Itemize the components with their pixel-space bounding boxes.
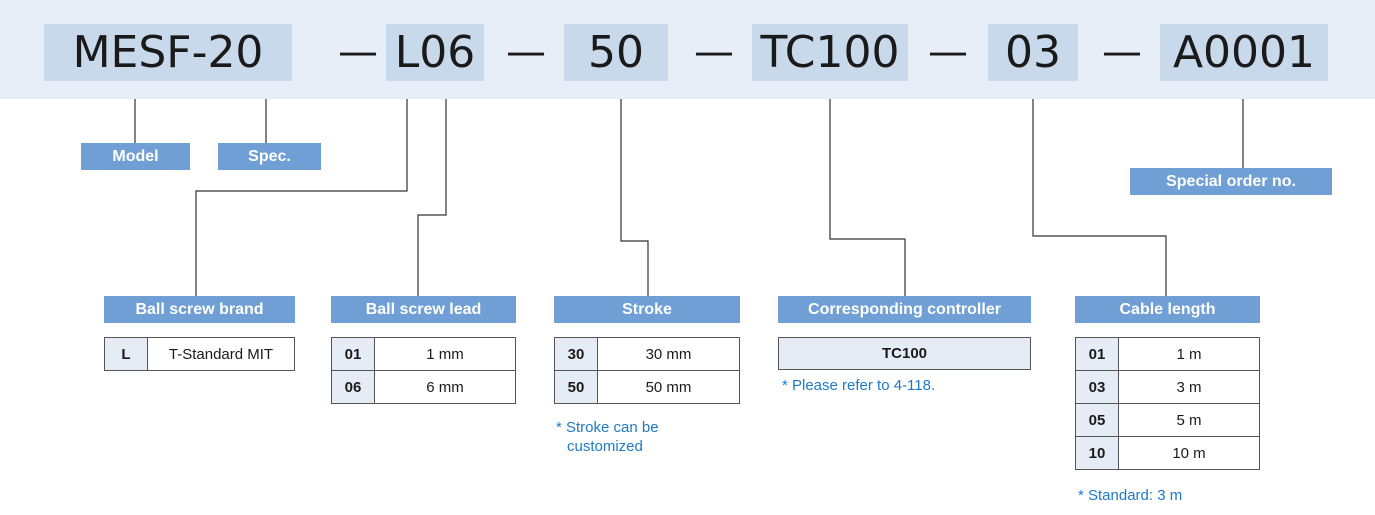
value-cell: T-Standard MIT	[147, 337, 295, 371]
connector-brand	[195, 99, 408, 296]
code-cell: 05	[1075, 403, 1119, 437]
segment-lead: L06	[386, 24, 484, 81]
connector-lead	[417, 99, 447, 296]
table-ball-screw-lead: 01 1 mm 06 6 mm	[331, 337, 516, 404]
value-cell: 1 m	[1118, 337, 1260, 371]
code-cell: 06	[331, 370, 375, 404]
code-cell: L	[104, 337, 148, 371]
segment-model: MESF-20	[44, 24, 292, 81]
note-stroke-line1: * Stroke can be	[556, 419, 659, 436]
table-row: 50 50 mm	[554, 370, 740, 404]
connector-controller	[829, 99, 906, 296]
value-cell: 3 m	[1118, 370, 1260, 404]
segment-controller: TC100	[752, 24, 908, 81]
table-row: 30 30 mm	[554, 337, 740, 371]
segment-cable: 03	[988, 24, 1078, 81]
table-row: 05 5 m	[1075, 403, 1260, 437]
title-ball-screw-brand: Ball screw brand	[104, 296, 295, 323]
label-spec: Spec.	[218, 143, 321, 170]
code-cell: 30	[554, 337, 598, 371]
table-row: 01 1 m	[1075, 337, 1260, 371]
separator-1: —	[338, 29, 378, 75]
code-cell: 10	[1075, 436, 1119, 470]
segment-special: A0001	[1160, 24, 1328, 81]
table-row: 03 3 m	[1075, 370, 1260, 404]
connector-stroke	[620, 99, 649, 296]
label-model: Model	[81, 143, 190, 170]
table-ball-screw-brand: L T-Standard MIT	[104, 337, 295, 371]
table-row: 10 10 m	[1075, 436, 1260, 470]
value-cell: 6 mm	[374, 370, 516, 404]
code-cell: 01	[331, 337, 375, 371]
table-row: L T-Standard MIT	[104, 337, 295, 371]
table-row: 01 1 mm	[331, 337, 516, 371]
separator-2: —	[506, 29, 546, 75]
note-controller: * Please refer to 4-118.	[782, 377, 936, 394]
value-cell: 1 mm	[374, 337, 516, 371]
segment-stroke: 50	[564, 24, 668, 81]
code-cell: 03	[1075, 370, 1119, 404]
note-stroke-line2: customized	[567, 438, 643, 455]
title-ball-screw-lead: Ball screw lead	[331, 296, 516, 323]
table-cable-length: 01 1 m 03 3 m 05 5 m 10 10 m	[1075, 337, 1260, 470]
connector-cable	[1032, 99, 1167, 296]
separator-4: —	[928, 29, 968, 75]
table-stroke: 30 30 mm 50 50 mm	[554, 337, 740, 404]
code-cell: 01	[1075, 337, 1119, 371]
value-cell: 50 mm	[597, 370, 740, 404]
value-cell: 10 m	[1118, 436, 1260, 470]
title-cable-length: Cable length	[1075, 296, 1260, 323]
note-cable-length: * Standard: 3 m	[1078, 487, 1183, 504]
code-cell: 50	[554, 370, 598, 404]
table-row: 06 6 mm	[331, 370, 516, 404]
value-cell: 5 m	[1118, 403, 1260, 437]
separator-5: —	[1102, 29, 1142, 75]
label-special-order: Special order no.	[1130, 168, 1332, 195]
value-cell: 30 mm	[597, 337, 740, 371]
separator-3: —	[694, 29, 734, 75]
controller-value: TC100	[778, 337, 1031, 370]
title-corresponding-controller: Corresponding controller	[778, 296, 1031, 323]
title-stroke: Stroke	[554, 296, 740, 323]
